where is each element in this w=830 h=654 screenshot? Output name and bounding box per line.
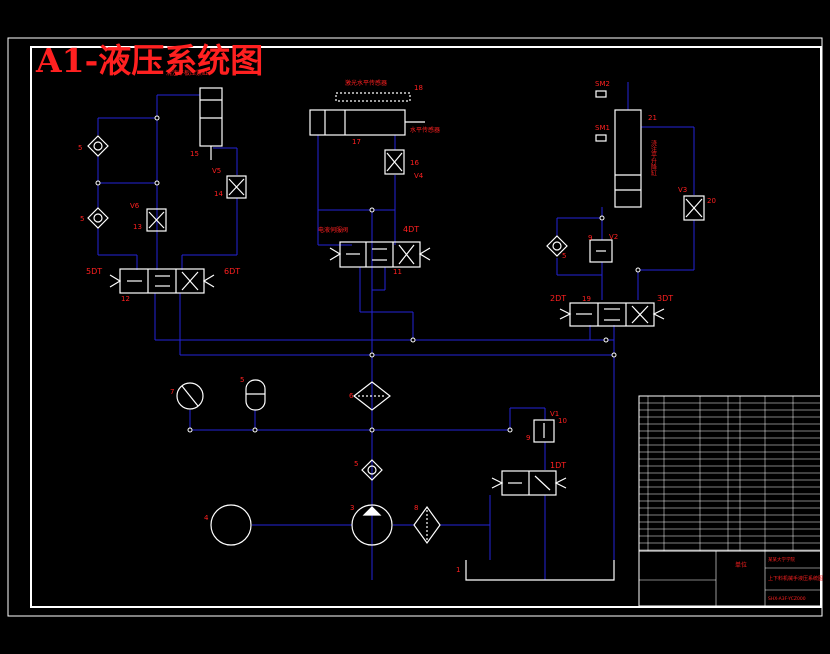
label-sm2: SM2 (595, 80, 610, 88)
label-5dt: 5DT (86, 267, 102, 276)
label-9: 9 (588, 234, 592, 242)
junction-dots (95, 115, 641, 433)
label-16: 16 (410, 159, 419, 167)
tank-1 (465, 560, 615, 581)
tb-school: 某某大学学院 (768, 556, 795, 563)
label-14: 14 (214, 190, 223, 198)
label-7: 7 (170, 388, 174, 396)
throttle-valve-13 (146, 208, 167, 232)
throttle-valve-16 (384, 149, 405, 175)
label-10: 10 (558, 417, 567, 425)
label-18: 18 (414, 84, 423, 92)
label-6: 6 (349, 392, 354, 400)
label-13: 13 (133, 223, 142, 231)
label-4: 4 (204, 514, 209, 522)
label-20: 20 (707, 197, 716, 205)
gauge-7 (176, 382, 204, 410)
label-12: 12 (121, 295, 130, 303)
valve-9-right (589, 239, 613, 263)
label-6dt: 6DT (224, 267, 240, 276)
label-17: 17 (352, 138, 361, 146)
directional-valve-11 (329, 241, 431, 268)
label-21: 21 (648, 114, 657, 122)
drawing-title: A1-液压系统图 (35, 41, 263, 80)
label-v4: V4 (414, 172, 424, 180)
cylinder-21 (614, 109, 642, 208)
check-valve-5e (361, 459, 383, 481)
directional-valve-bottom (491, 470, 567, 496)
relief-valve-10 (533, 419, 555, 443)
label-5e: 5 (354, 460, 358, 468)
tb-title: 上下料机械手液压系统图 (768, 575, 823, 582)
label-cyl15-note: 浇注平板压紧缸 (166, 69, 208, 77)
accumulator-6 (245, 379, 266, 411)
check-valve-5a (87, 135, 109, 157)
directional-valve-12 (109, 268, 215, 294)
label-5b: 5 (80, 215, 84, 223)
label-level-note: 水平传感器 (410, 126, 440, 134)
label-9b: 9 (526, 434, 530, 442)
sensor-sm2 (595, 90, 607, 98)
cylinder-15 (199, 87, 223, 160)
components (87, 87, 705, 581)
sensor-18 (335, 92, 411, 102)
filter-center (353, 381, 391, 411)
throttle-valve-14 (226, 175, 247, 199)
label-v3: V3 (678, 186, 687, 194)
label-hydro-note: 电液伺服阀 (318, 226, 348, 234)
label-15: 15 (190, 150, 199, 158)
label-8: 8 (414, 504, 418, 512)
label-19: 19 (582, 295, 591, 303)
title-block: 单位 某某大学学院 上下料机械手液压系统图 SHX-A3F-YCZ000 (638, 395, 823, 607)
label-v1: V1 (550, 410, 559, 418)
label-3: 3 (350, 504, 354, 512)
inner-frame (30, 46, 822, 608)
label-3dt: 3DT (657, 294, 673, 303)
label-1: 1 (456, 566, 460, 574)
label-5c: 5 (562, 252, 566, 260)
filter-8 (413, 505, 441, 545)
motor-4 (210, 504, 252, 546)
label-11: 11 (393, 268, 402, 276)
label-v2: V2 (609, 233, 618, 241)
label-1dt: 1DT (550, 461, 566, 470)
tb-drawing-no: SHX-A3F-YCZ000 (768, 596, 806, 602)
check-valve-5c (546, 235, 568, 257)
directional-valve-19 (559, 302, 665, 327)
tb-company: 单位 (735, 561, 747, 569)
label-sm1: SM1 (595, 124, 610, 132)
label-v6: V6 (130, 202, 140, 210)
label-v5: V5 (212, 167, 221, 175)
label-conveyor-note: 激光水平传感器 (345, 79, 387, 87)
throttle-valve-20 (683, 195, 705, 221)
label-4dt: 4DT (403, 225, 419, 234)
label-5d: 5 (240, 376, 244, 384)
sensor-sm1 (595, 134, 607, 142)
pump-3 (351, 504, 393, 546)
label-2dt: 2DT (550, 294, 566, 303)
label-5a: 5 (78, 144, 82, 152)
cylinder-17 (309, 109, 425, 136)
check-valve-5b (87, 207, 109, 229)
label-cyl21-note: 浇注平升降缸 (650, 139, 657, 176)
